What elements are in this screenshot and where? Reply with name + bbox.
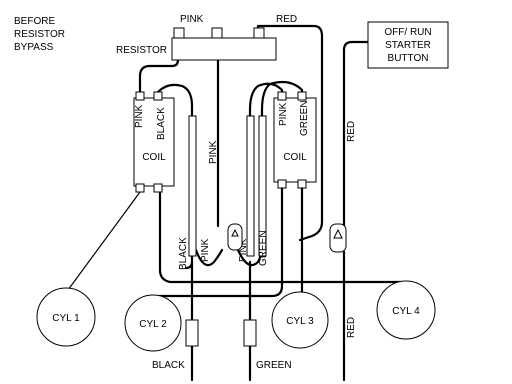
coil-1-terminal-bottom-right xyxy=(153,183,163,193)
resistor-terminal-right xyxy=(253,27,265,39)
wire-pink-resistor-to-coil1 xyxy=(138,28,180,98)
coil-2-body xyxy=(273,97,317,183)
label-red-right: RED xyxy=(346,121,357,142)
coil-1-pink-label: PINK xyxy=(134,104,145,128)
coil-1-black-label: BLACK xyxy=(156,107,167,140)
cylinder-3-label: CYL 3 xyxy=(286,316,314,327)
wire-pink-lower-loop xyxy=(194,248,224,267)
connector-pink-body xyxy=(227,223,243,251)
cylinder-2-circle xyxy=(124,294,182,352)
label-green-lower: GREEN xyxy=(258,230,269,266)
wires xyxy=(67,24,412,382)
resistor-body xyxy=(171,37,277,61)
lead-sleeve-green xyxy=(258,115,267,257)
coil-1-terminal-pink xyxy=(135,91,145,101)
resistor-label: RESISTOR xyxy=(116,45,167,56)
coil-2-green-label: GREEN xyxy=(299,100,310,136)
coil-2-terminal-green xyxy=(297,91,307,101)
bottom-connector-green xyxy=(243,319,257,347)
coil-2-terminal-bottom-left xyxy=(277,179,287,189)
wire-coil1-to-cyl1 xyxy=(67,191,141,291)
cylinder-4-circle xyxy=(376,280,436,340)
wire-red-starter xyxy=(342,40,370,228)
coil-1: PINK BLACK COIL xyxy=(133,91,175,193)
cylinder-4-label: CYL 4 xyxy=(392,306,420,317)
cylinder-3: CYL 3 xyxy=(271,291,329,349)
coil-2-label: COIL xyxy=(283,152,307,163)
label-red-bottom: RED xyxy=(346,317,357,338)
starter-button-line-3: BUTTON xyxy=(388,53,429,64)
bottom-connector-black xyxy=(185,319,199,347)
cylinder-3-circle xyxy=(271,291,329,349)
cylinder-1-label: CYL 1 xyxy=(52,313,80,324)
connector-pink xyxy=(227,223,243,251)
resistor: RESISTOR xyxy=(116,27,277,61)
starter-button-box xyxy=(367,21,449,69)
cylinder-2-label: CYL 2 xyxy=(139,319,167,330)
coil-1-terminal-bottom-left xyxy=(135,183,145,193)
diagram-title: BEFORE RESISTOR BYPASS xyxy=(14,16,65,53)
coil-1-label: COIL xyxy=(142,152,166,163)
connector-pink-arrow xyxy=(231,228,239,237)
title-line-1: BEFORE xyxy=(14,16,55,27)
wire-coil1-bottom-loop xyxy=(158,190,412,292)
cylinder-1-circle xyxy=(36,287,96,347)
title-line-3: BYPASS xyxy=(14,42,54,53)
label-red-top: RED xyxy=(276,14,297,25)
coil-2-terminal-pink xyxy=(277,91,287,101)
coil-2: PINK GREEN COIL xyxy=(273,91,317,189)
starter-button-line-1: OFF/ RUN xyxy=(384,27,431,38)
wire-red-top xyxy=(256,24,324,242)
label-pink-mid: PINK xyxy=(208,140,219,164)
cylinder-4: CYL 4 xyxy=(376,280,436,340)
label-green-bottom: GREEN xyxy=(256,360,292,371)
label-black-lower: BLACK xyxy=(178,237,189,270)
wire-green-coil2-loop xyxy=(260,80,304,118)
resistor-terminal-mid xyxy=(211,27,223,39)
cylinder-2: CYL 2 xyxy=(124,294,182,352)
coil-1-terminal-black xyxy=(153,91,163,101)
connector-red-arrow xyxy=(333,228,343,239)
starter-button: OFF/ RUN STARTER BUTTON xyxy=(367,21,449,69)
label-pink-top: PINK xyxy=(180,14,204,25)
label-black-bottom: BLACK xyxy=(152,360,185,371)
coil-2-terminal-bottom-right xyxy=(297,179,307,189)
wire-black-coil1-loop xyxy=(156,83,194,118)
starter-button-line-2: STARTER xyxy=(385,40,431,51)
lead-sleeve-pink xyxy=(246,115,255,257)
wire-pink-coil2-loop xyxy=(248,82,284,118)
label-pink-lower-2: PINK xyxy=(238,238,249,262)
label-pink-lower-1: PINK xyxy=(200,238,211,262)
coil-2-pink-label: PINK xyxy=(278,102,289,126)
lead-sleeve-black xyxy=(188,115,197,257)
connector-red xyxy=(329,223,347,253)
resistor-terminal-left xyxy=(173,27,185,39)
title-line-2: RESISTOR xyxy=(14,29,65,40)
cylinder-1: CYL 1 xyxy=(36,287,96,347)
